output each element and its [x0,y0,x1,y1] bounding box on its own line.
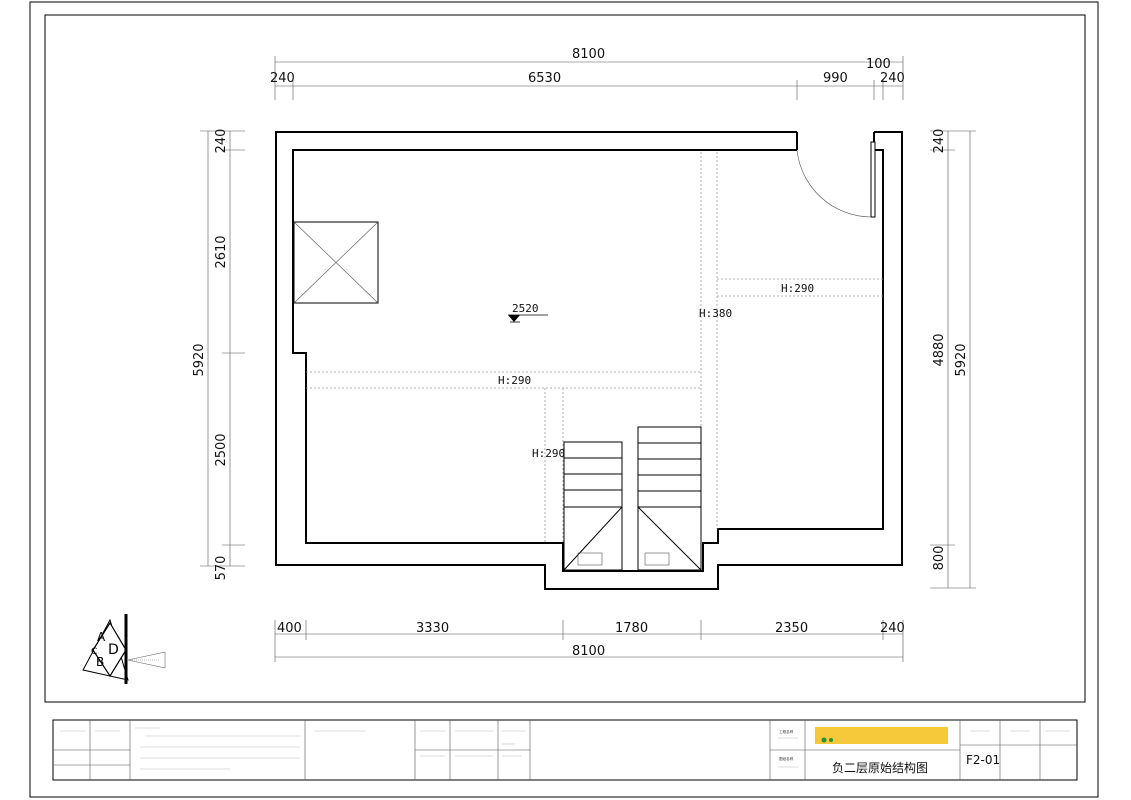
dimension-right: 240 4880 800 5920 [930,129,976,589]
dimension-left: 5920 240 2610 2500 570 [192,129,245,581]
door-swing-arc [796,149,872,218]
drawing-name-label: 图纸名称 [779,756,794,761]
dim-top-seg-5: 240 [880,71,905,86]
label-h-vertical: H:380 [699,307,732,320]
dim-top-seg-1: 240 [270,71,295,86]
level-marker: 2520 [508,302,548,323]
dimension-bottom: 400 3330 1780 2350 240 8100 [274,620,905,662]
logo-mark-icon-2 [829,738,833,742]
shaft-cross-b [293,221,379,304]
floor-plan: 2520 H:290 H:380 H:290 H:290 [275,131,903,590]
label-h-top-right: H:290 [781,282,814,295]
dim-left-total: 5920 [192,343,207,376]
title-block: 工程名称 图纸名称 负二层原始结构图 F2-01 [52,719,1078,781]
dim-top-seg-2: 6530 [528,71,561,86]
dim-top-seg-4: 100 [866,57,891,72]
dim-bottom-seg-3: 1780 [615,621,648,636]
title-block-fine-print [60,727,1070,770]
stair-right-flight [637,426,702,571]
dim-top-total: 8100 [572,47,605,62]
title-block-highlight [815,727,948,744]
dim-left-seg-3: 2500 [214,433,229,466]
dim-right-seg-1: 240 [932,129,947,154]
dim-right-seg-2: 4880 [932,333,947,366]
dim-right-total: 5920 [954,343,969,376]
sheet-outer-border [29,1,1099,798]
project-label: 工程名称 [779,729,794,734]
dim-bottom-seg-4: 2350 [775,621,808,636]
compass-letter-c: C [91,647,97,657]
door-leaf [870,141,876,218]
drawing-number: F2-01 [966,753,1000,767]
dimension-top: 8100 240 6530 990 100 240 [270,47,905,100]
orientation-symbol: A C D B [82,614,166,684]
compass-letter-b: B [96,655,104,669]
dim-left-seg-2: 2610 [214,235,229,268]
compass-letter-a: A [97,630,106,644]
sheet-inner-border [44,14,1086,703]
inner-wall [292,142,884,572]
label-h-stairs: H:290 [532,447,565,460]
shaft-box [293,221,379,304]
dim-bottom-seg-1: 400 [277,621,302,636]
dim-top-seg-3: 990 [823,71,848,86]
logo-mark-icon [821,737,827,743]
compass-letter-d: D [108,642,119,658]
dim-bottom-total: 8100 [572,644,605,659]
drawing-title: 负二层原始结构图 [832,760,928,775]
dim-left-seg-1: 240 [214,129,229,154]
level-mark-text: 2520 [512,302,539,315]
label-h-middle: H:290 [498,374,531,387]
dim-bottom-seg-2: 3330 [416,621,449,636]
stair-left-flight [563,441,623,571]
dim-right-seg-3: 800 [932,546,947,571]
dim-left-seg-4: 570 [214,556,229,581]
outer-wall [275,131,903,590]
dim-bottom-seg-5: 240 [880,621,905,636]
